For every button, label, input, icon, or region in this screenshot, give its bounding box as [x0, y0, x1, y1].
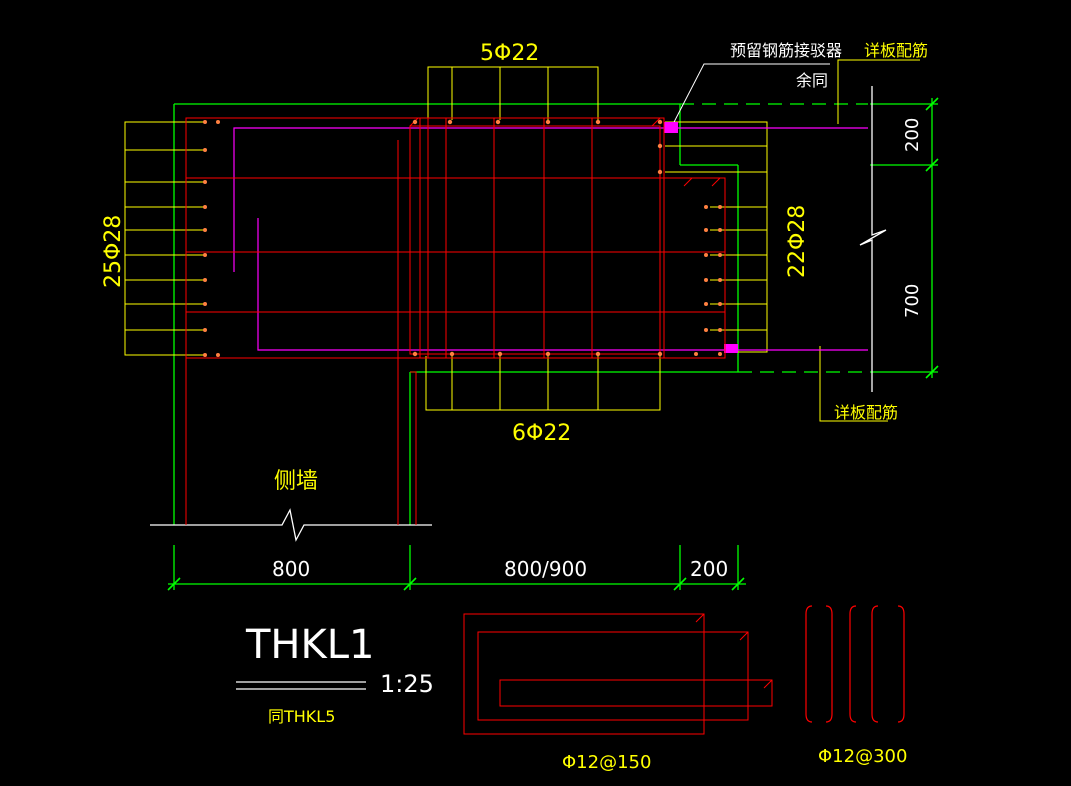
stirrup-note: Φ12@150	[562, 752, 651, 773]
connector-note-same: 余同	[796, 71, 828, 90]
rebar-connectors	[664, 122, 738, 353]
connector-leader	[671, 63, 830, 127]
rebar-dots	[203, 119, 722, 357]
beam-title: THKL1	[245, 622, 374, 668]
dim-bottom-3: 200	[690, 557, 728, 581]
top-bars-label: 5Φ22	[480, 41, 539, 66]
title-underline	[236, 681, 366, 690]
same-as-label: 同THKL5	[268, 707, 335, 726]
rebar-cage	[185, 117, 726, 525]
right-side-bars-label: 22Φ28	[785, 205, 810, 278]
tie-note: Φ12@300	[818, 746, 907, 767]
slab-rebar-bottom-label: 详板配筋	[834, 403, 898, 422]
dim-right-top: 200	[902, 118, 923, 152]
bottom-bars-label: 6Φ22	[512, 421, 571, 446]
rebar-callouts	[124, 59, 920, 422]
slab-bars	[233, 127, 868, 351]
dim-bottom-1: 800	[272, 557, 310, 581]
break-lines	[150, 86, 887, 542]
slab-rebar-top-label: 详板配筋	[864, 41, 928, 60]
annotations: 5Φ22 6Φ22 25Φ28 22Φ28 预留钢筋接驳器 余同 详板配筋 详板…	[101, 41, 928, 773]
connector-note: 预留钢筋接驳器	[730, 41, 842, 60]
concrete-outline	[168, 98, 938, 590]
side-wall-label: 侧墙	[274, 469, 318, 494]
dim-bottom-2: 800/900	[504, 557, 587, 581]
left-side-bars-label: 25Φ28	[101, 215, 126, 288]
scale-label: 1:25	[380, 670, 434, 698]
tie-bars-detail	[805, 605, 905, 723]
dimension-ticks	[167, 97, 939, 591]
stirrup-detail	[463, 613, 773, 735]
dim-right-bottom: 700	[902, 284, 923, 318]
